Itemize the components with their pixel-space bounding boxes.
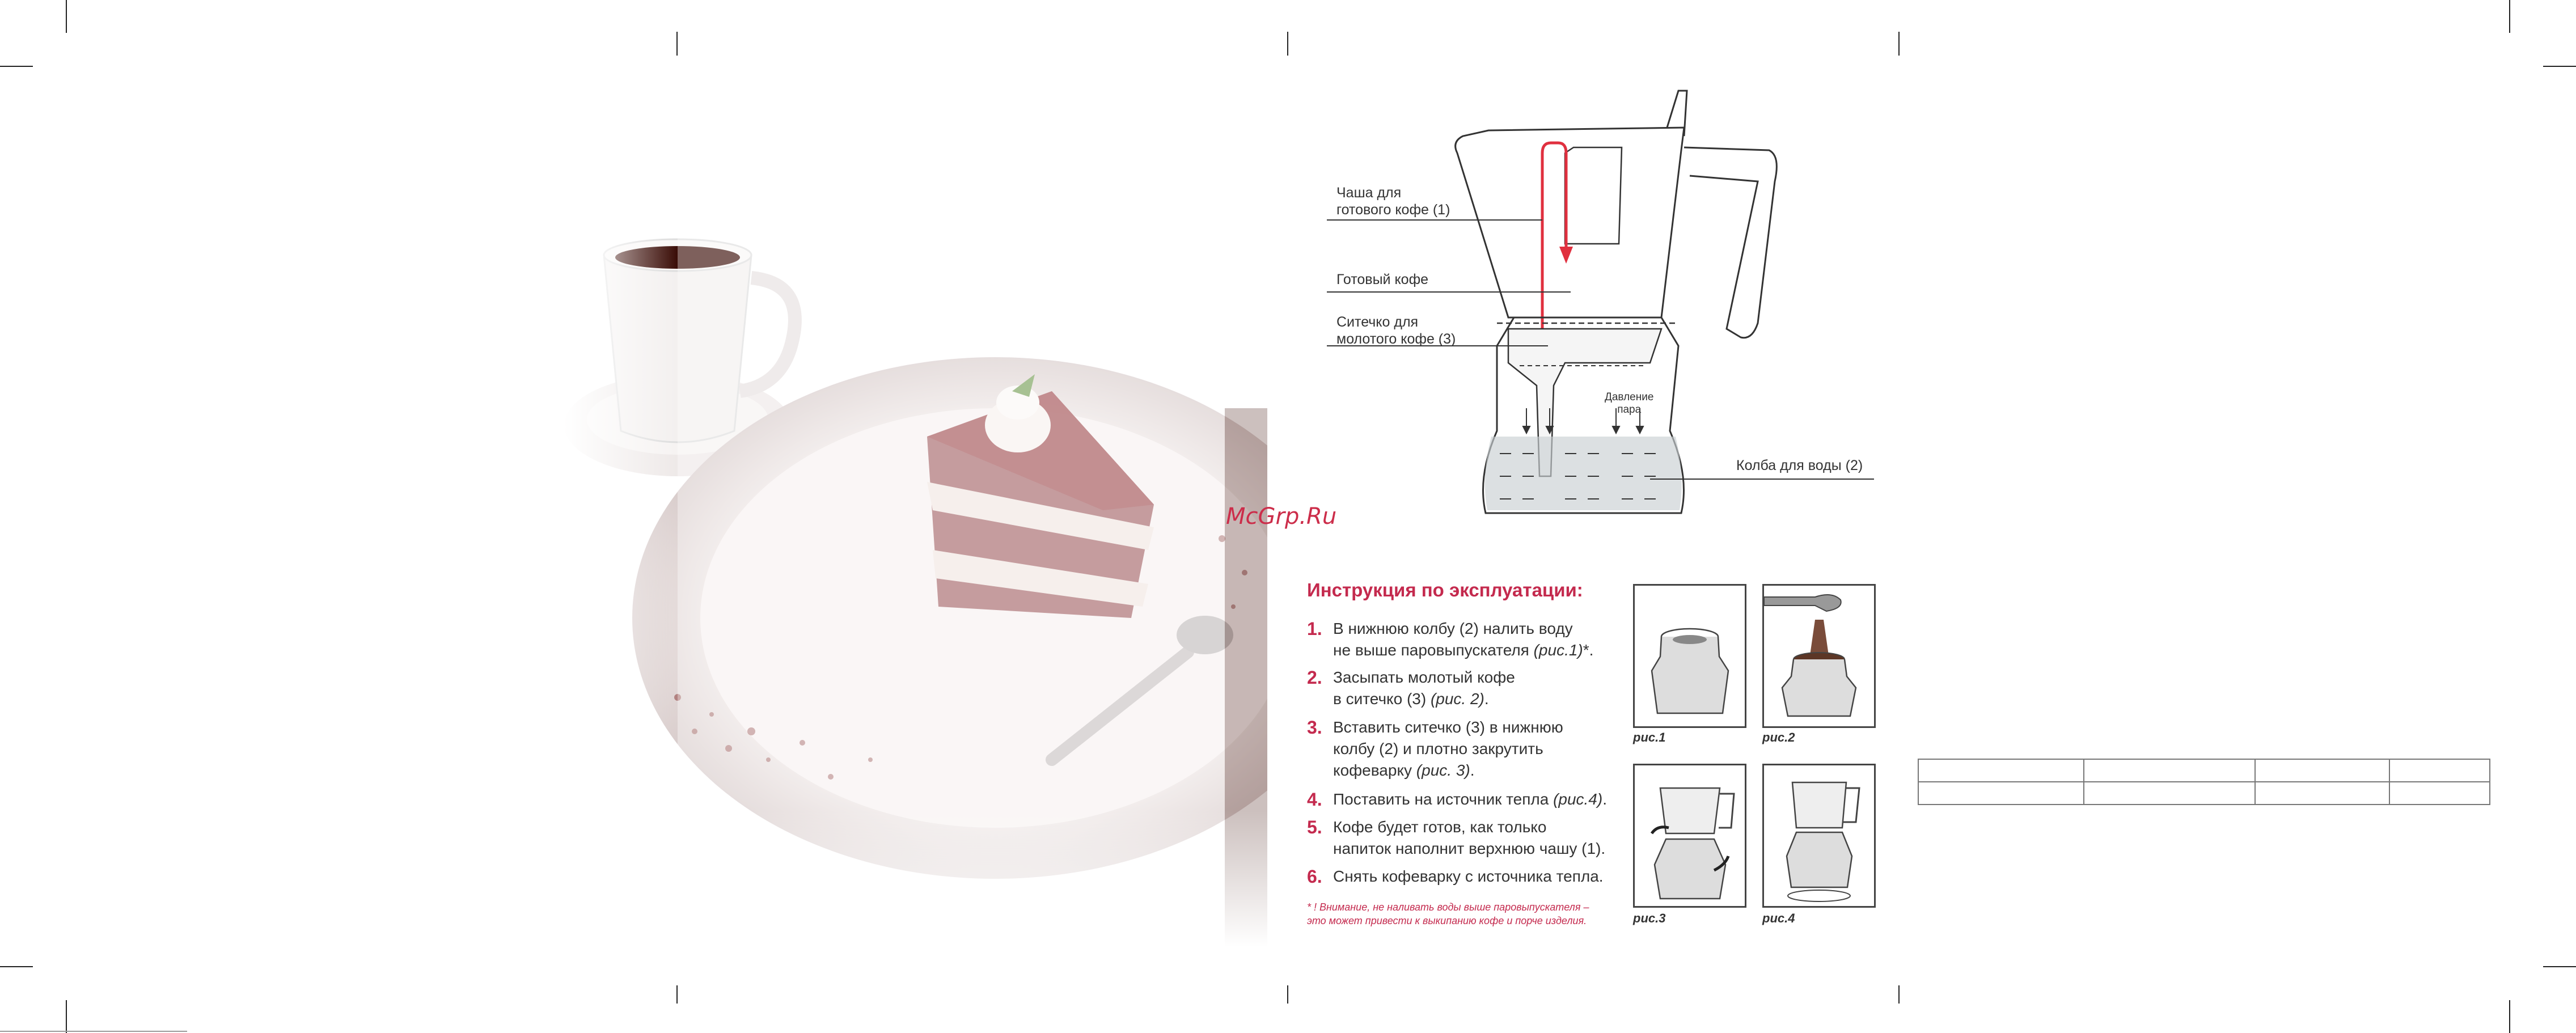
label-coffee: Готовый кофе — [1336, 272, 1429, 287]
step-number: 1. — [1307, 619, 1322, 639]
step-3: 3. Вставить ситечко (3) в нижнюю колбу (… — [1307, 717, 1636, 781]
crop-mark — [2509, 1000, 2510, 1033]
figure-1 — [1633, 584, 1746, 728]
step-text: Засыпать молотый кофе в ситечко (3) (рис… — [1333, 668, 1515, 708]
crop-mark — [66, 0, 67, 33]
figure-4 — [1762, 764, 1876, 908]
crop-mark — [676, 985, 678, 1004]
figure-1-caption: рис.1 — [1633, 730, 1666, 744]
step-text: Поставить на источник тепла (рис.4). — [1333, 790, 1607, 808]
step-number: 2. — [1307, 667, 1322, 688]
table-row — [1918, 759, 2490, 782]
figure-3 — [1633, 764, 1746, 908]
crop-mark — [1287, 985, 1288, 1004]
step-number: 5. — [1307, 817, 1322, 837]
coffee-cake-photo — [564, 187, 1267, 947]
crop-mark — [2543, 66, 2576, 67]
table-cell — [2083, 759, 2256, 782]
instructions-title: Инструкция по эксплуатации: — [1307, 579, 1583, 600]
crop-mark — [0, 66, 33, 67]
empty-table — [1918, 759, 2490, 805]
label-flask: Колба для воды (2) — [1736, 458, 1863, 473]
watermark-text: McGrp.Ru — [1226, 503, 1337, 530]
handle — [1684, 146, 1778, 339]
step-text: Кофе будет готов, как только напиток нап… — [1333, 818, 1606, 857]
step-text: В нижнюю колбу (2) налить воду не выше п… — [1333, 620, 1594, 659]
step-text: Снять кофеварку с источника тепла. — [1333, 867, 1604, 885]
filter-filling-illustration — [1763, 594, 1857, 717]
figure-3-caption: рис.3 — [1633, 911, 1666, 925]
crop-mark — [1898, 32, 1900, 56]
upper-chamber-outline — [1454, 126, 1685, 319]
lid-knob — [1666, 90, 1688, 137]
flow-arrowhead — [1559, 247, 1573, 264]
crop-mark — [1898, 985, 1900, 1004]
water — [1484, 437, 1682, 510]
table-cell — [2254, 759, 2390, 782]
step-4: 4. Поставить на источник тепла (рис.4). — [1307, 789, 1636, 810]
step-5: 5. Кофе будет готов, как только напиток … — [1307, 816, 1636, 860]
table-cell — [2083, 781, 2256, 805]
stove-illustration — [1786, 781, 1860, 902]
crop-mark — [2509, 0, 2510, 33]
crop-mark — [0, 966, 33, 967]
crop-mark — [676, 32, 678, 56]
step-number: 6. — [1307, 866, 1322, 887]
table-cell — [1918, 759, 2084, 782]
step-text: Вставить ситечко (3) в нижнюю колбу (2) … — [1333, 718, 1563, 779]
step-2: 2. Засыпать молотый кофе в ситечко (3) (… — [1307, 667, 1636, 710]
table-cell — [2254, 781, 2390, 805]
label-cup: Чаша для готового кофе (1) — [1336, 185, 1450, 218]
table-row — [1918, 781, 2490, 805]
crop-mark — [2543, 966, 2576, 967]
figure-4-caption: рис.4 — [1762, 911, 1795, 925]
central-tube — [1564, 146, 1623, 245]
figure-2 — [1762, 584, 1876, 728]
table-cell — [2389, 781, 2490, 805]
warning-note: * ! Внимание, не наливать воды выше паро… — [1307, 901, 1589, 926]
flask-illustration — [1651, 628, 1729, 714]
label-pressure: Давление пара — [1605, 391, 1654, 416]
step-6: 6. Снять кофеварку с источника тепла. — [1307, 866, 1636, 887]
moka-pot-diagram — [1327, 90, 1874, 514]
crop-mark — [1287, 32, 1288, 56]
step-1: 1. В нижнюю колбу (2) налить воду не выш… — [1307, 618, 1636, 661]
table-cell — [2389, 759, 2490, 782]
label-filter: Ситечко для молотого кофе (3) — [1336, 314, 1456, 347]
step-number: 4. — [1307, 789, 1322, 810]
crop-mark — [66, 1000, 67, 1033]
flow-arrow — [1541, 141, 1568, 346]
screwing-illustration — [1650, 787, 1735, 900]
table-cell — [1918, 781, 2084, 805]
figure-2-caption: рис.2 — [1762, 730, 1795, 744]
crop-mark — [0, 1031, 187, 1032]
step-number: 3. — [1307, 717, 1322, 738]
